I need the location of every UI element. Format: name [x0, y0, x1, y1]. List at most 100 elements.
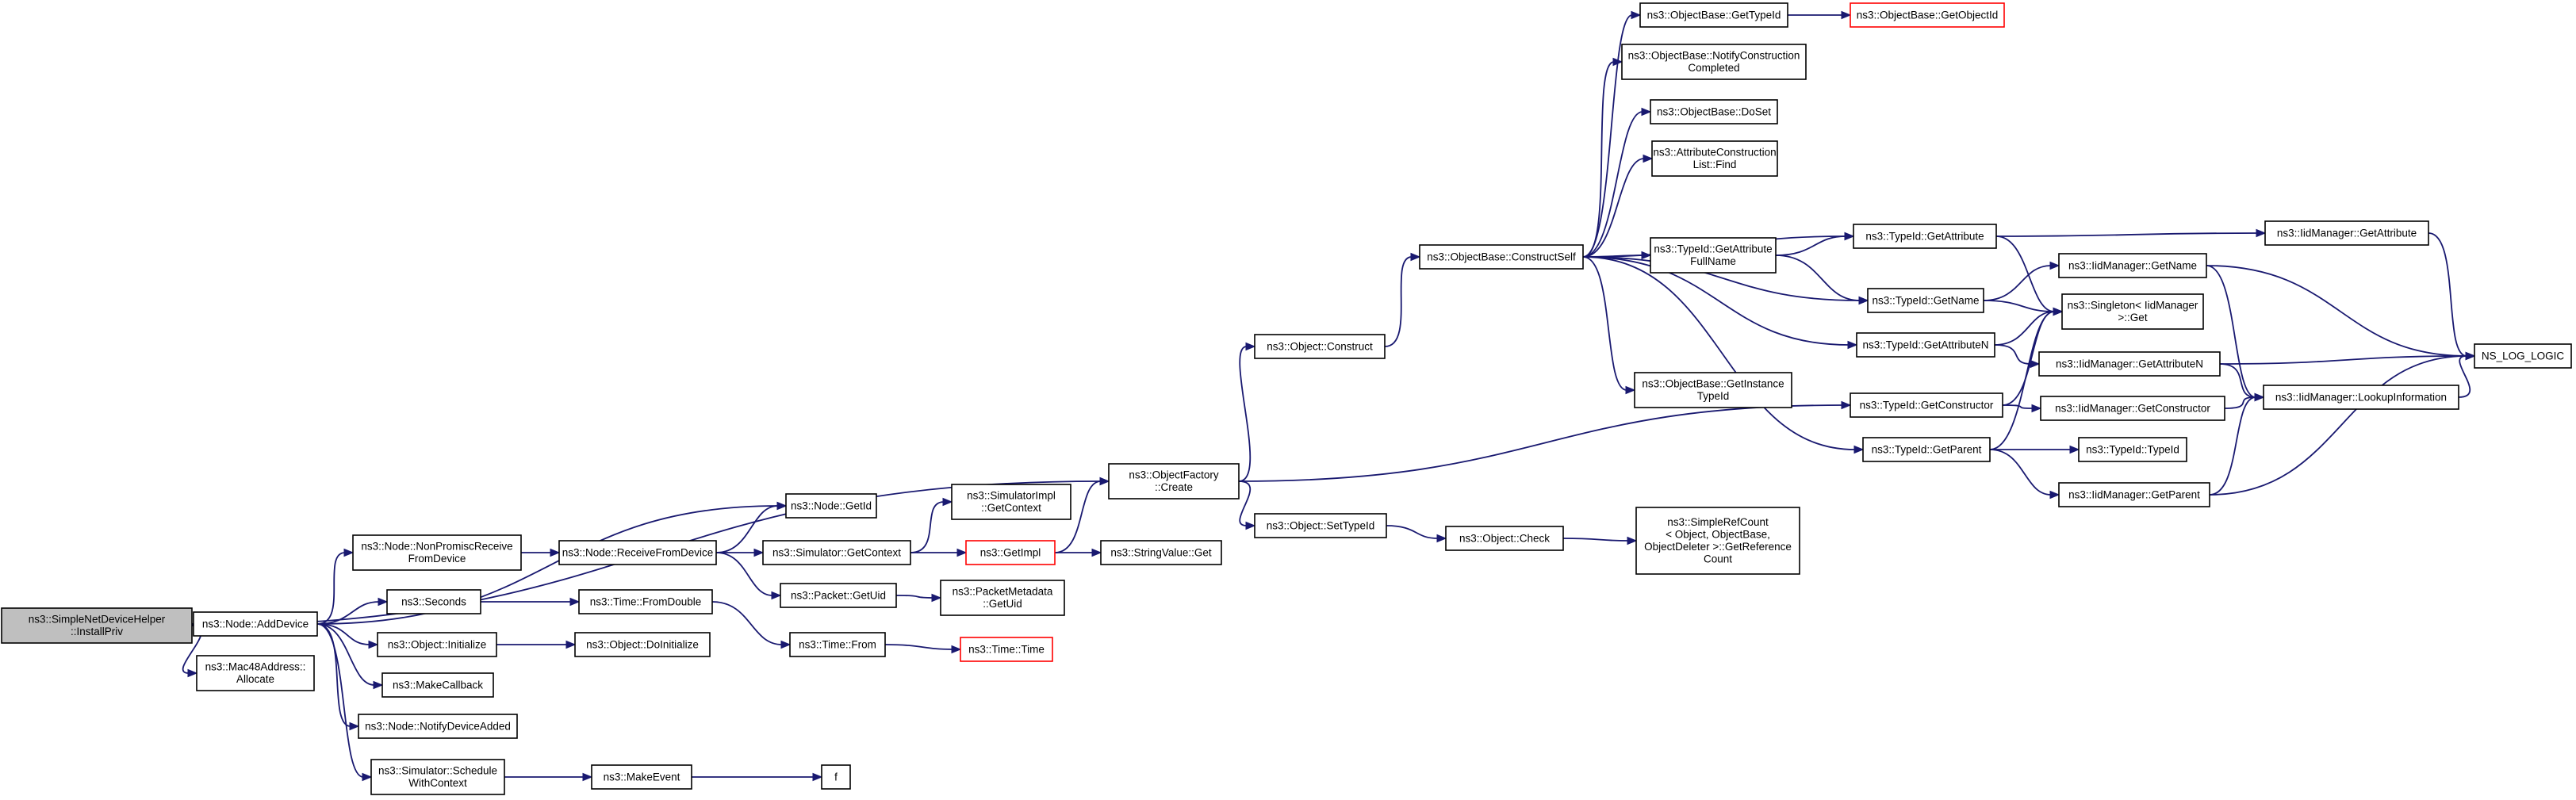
arrowhead-icon	[1410, 252, 1421, 262]
node-label: Count	[1704, 553, 1732, 565]
edge-tigetattribute-to-iidgetattribute	[1995, 228, 2267, 238]
node-iidgetattrn[interactable]: ns3::IidManager::GetAttributeN	[2038, 351, 2221, 377]
node-singletonget[interactable]: ns3::Singleton< IidManager>::Get	[2061, 293, 2204, 330]
edge-seconds-to-fromdouble	[481, 597, 581, 607]
edge-tigetname-to-iidgetname	[1983, 261, 2060, 301]
arrowhead-icon	[1245, 521, 1256, 530]
node-objinit[interactable]: ns3::Object::Initialize	[377, 632, 497, 657]
node-obgettypeid[interactable]: ns3::ObjectBase::GetTypeId	[1639, 2, 1788, 28]
node-tigetconstructor[interactable]: ns3::TypeId::GetConstructor	[1850, 392, 2003, 418]
node-box	[780, 583, 897, 608]
node-mac48[interactable]: ns3::Mac48Address::Allocate	[196, 655, 315, 691]
edge-objcheck-to-srcount	[1562, 536, 1638, 545]
node-label: ns3::TypeId::GetAttribute	[1865, 230, 1984, 242]
node-iidgetname[interactable]: ns3::IidManager::GetName	[2058, 253, 2207, 278]
edge-line	[2206, 265, 2256, 398]
edges-layer	[179, 10, 2476, 782]
node-recvfromdev[interactable]: ns3::Node::ReceiveFromDevice	[558, 540, 717, 565]
node-srcount[interactable]: ns3::SimpleRefCount< Object, ObjectBase,…	[1635, 507, 1800, 575]
node-label: ns3::MakeCallback	[393, 679, 483, 691]
node-box	[1, 607, 193, 644]
node-doinit[interactable]: ns3::Object::DoInitialize	[574, 632, 711, 657]
edge-iidgetattribute-to-nslog	[2428, 232, 2476, 361]
node-label: List::Find	[1693, 159, 1737, 170]
node-notifyconstr[interactable]: ns3::ObjectBase::NotifyConstructionCompl…	[1621, 44, 1807, 80]
arrowhead-icon	[1853, 445, 1865, 454]
node-constructself[interactable]: ns3::ObjectBase::ConstructSelf	[1419, 244, 1584, 270]
node-box	[2058, 482, 2210, 507]
arrowhead-icon	[951, 645, 962, 654]
node-titypeid[interactable]: ns3::TypeId::TypeId	[2078, 437, 2187, 462]
node-box	[789, 632, 886, 657]
arrowhead-icon	[1436, 534, 1447, 543]
node-adddevice[interactable]: ns3::Node::AddDevice	[193, 611, 318, 637]
node-box	[352, 534, 522, 571]
node-seconds[interactable]: ns3::Seconds	[386, 589, 481, 614]
edge-line	[316, 623, 375, 686]
edge-line	[1983, 300, 2055, 312]
node-label: ::Create	[1155, 481, 1193, 493]
arrowhead-icon	[956, 548, 968, 557]
node-simimplctx[interactable]: ns3::SimulatorImpl::GetContext	[951, 484, 1071, 520]
node-notifyadded[interactable]: ns3::Node::NotifyDeviceAdded	[358, 714, 518, 739]
node-box	[1850, 2, 2005, 28]
node-fromdouble[interactable]: ns3::Time::FromDouble	[578, 589, 713, 614]
node-iidgetparent[interactable]: ns3::IidManager::GetParent	[2058, 482, 2210, 507]
edge-constructself-to-getinstancetypeid	[1582, 256, 1636, 395]
node-timetime[interactable]: ns3::Time::Time	[960, 637, 1053, 662]
node-iidlookup[interactable]: ns3::IidManager::LookupInformation	[2263, 385, 2459, 410]
node-getimpl[interactable]: ns3::GetImpl	[965, 540, 1056, 565]
node-tigetattrn[interactable]: ns3::TypeId::GetAttributeN	[1856, 332, 1995, 358]
node-settypeid[interactable]: ns3::Object::SetTypeId	[1254, 513, 1387, 538]
node-box	[1850, 392, 2003, 418]
node-iidgetconstructor[interactable]: ns3::IidManager::GetConstructor	[2040, 396, 2225, 421]
edge-iidlookup-to-nslog	[2458, 351, 2476, 398]
edge-line	[2209, 396, 2256, 496]
node-makecallback[interactable]: ns3::MakeCallback	[381, 672, 494, 698]
node-getcontext[interactable]: ns3::Simulator::GetContext	[762, 540, 911, 565]
node-tigetname[interactable]: ns3::TypeId::GetName	[1867, 288, 1984, 313]
node-label: Allocate	[236, 673, 274, 685]
node-box	[196, 655, 315, 691]
edge-adddevice-to-seconds	[316, 597, 389, 625]
node-pktgetuid[interactable]: ns3::Packet::GetUid	[780, 583, 897, 608]
node-pmgetuid[interactable]: ns3::PacketMetadata::GetUid	[940, 580, 1065, 616]
edge-line	[316, 623, 351, 727]
node-f[interactable]: f	[821, 764, 851, 790]
node-tigetparent[interactable]: ns3::TypeId::GetParent	[1862, 437, 1991, 462]
node-label: ns3::MakeEvent	[604, 771, 680, 783]
node-doset[interactable]: ns3::ObjectBase::DoSet	[1650, 99, 1778, 124]
node-box	[1853, 224, 1997, 249]
edge-iidgetparent-to-iidlookup	[2209, 392, 2265, 496]
node-makeevent[interactable]: ns3::MakeEvent	[591, 764, 692, 790]
node-box	[1650, 237, 1777, 274]
node-construct[interactable]: ns3::Object::Construct	[1254, 334, 1386, 359]
node-nslog[interactable]: NS_LOG_LOGIC	[2474, 343, 2572, 369]
node-obgetobjectid[interactable]: ns3::ObjectBase::GetObjectId	[1850, 2, 2005, 28]
node-nodegetid[interactable]: ns3::Node::GetId	[785, 493, 877, 519]
node-tigetattribute[interactable]: ns3::TypeId::GetAttribute	[1853, 224, 1997, 249]
arrowhead-icon	[378, 597, 389, 607]
node-label: Completed	[1688, 62, 1739, 74]
edge-getcontext-to-getimpl	[910, 548, 968, 557]
edge-line	[1775, 255, 1861, 301]
node-install[interactable]: ns3::SimpleNetDeviceHelper::InstallPriv	[1, 607, 193, 644]
arrowhead-icon	[1641, 107, 1652, 117]
node-objcheck[interactable]: ns3::Object::Check	[1445, 526, 1564, 551]
arrowhead-icon	[582, 772, 593, 782]
arrowhead-icon	[373, 680, 384, 690]
node-box	[821, 764, 851, 790]
node-ofcreate[interactable]: ns3::ObjectFactory::Create	[1108, 463, 1240, 500]
node-label: NS_LOG_LOGIC	[2482, 350, 2565, 362]
arrowhead-icon	[362, 772, 373, 782]
node-iidgetattribute[interactable]: ns3::IidManager::GetAttribute	[2264, 220, 2429, 246]
node-stringget[interactable]: ns3::StringValue::Get	[1100, 540, 1222, 565]
arrowhead-icon	[1858, 296, 1869, 305]
node-timefrom[interactable]: ns3::Time::From	[789, 632, 886, 657]
